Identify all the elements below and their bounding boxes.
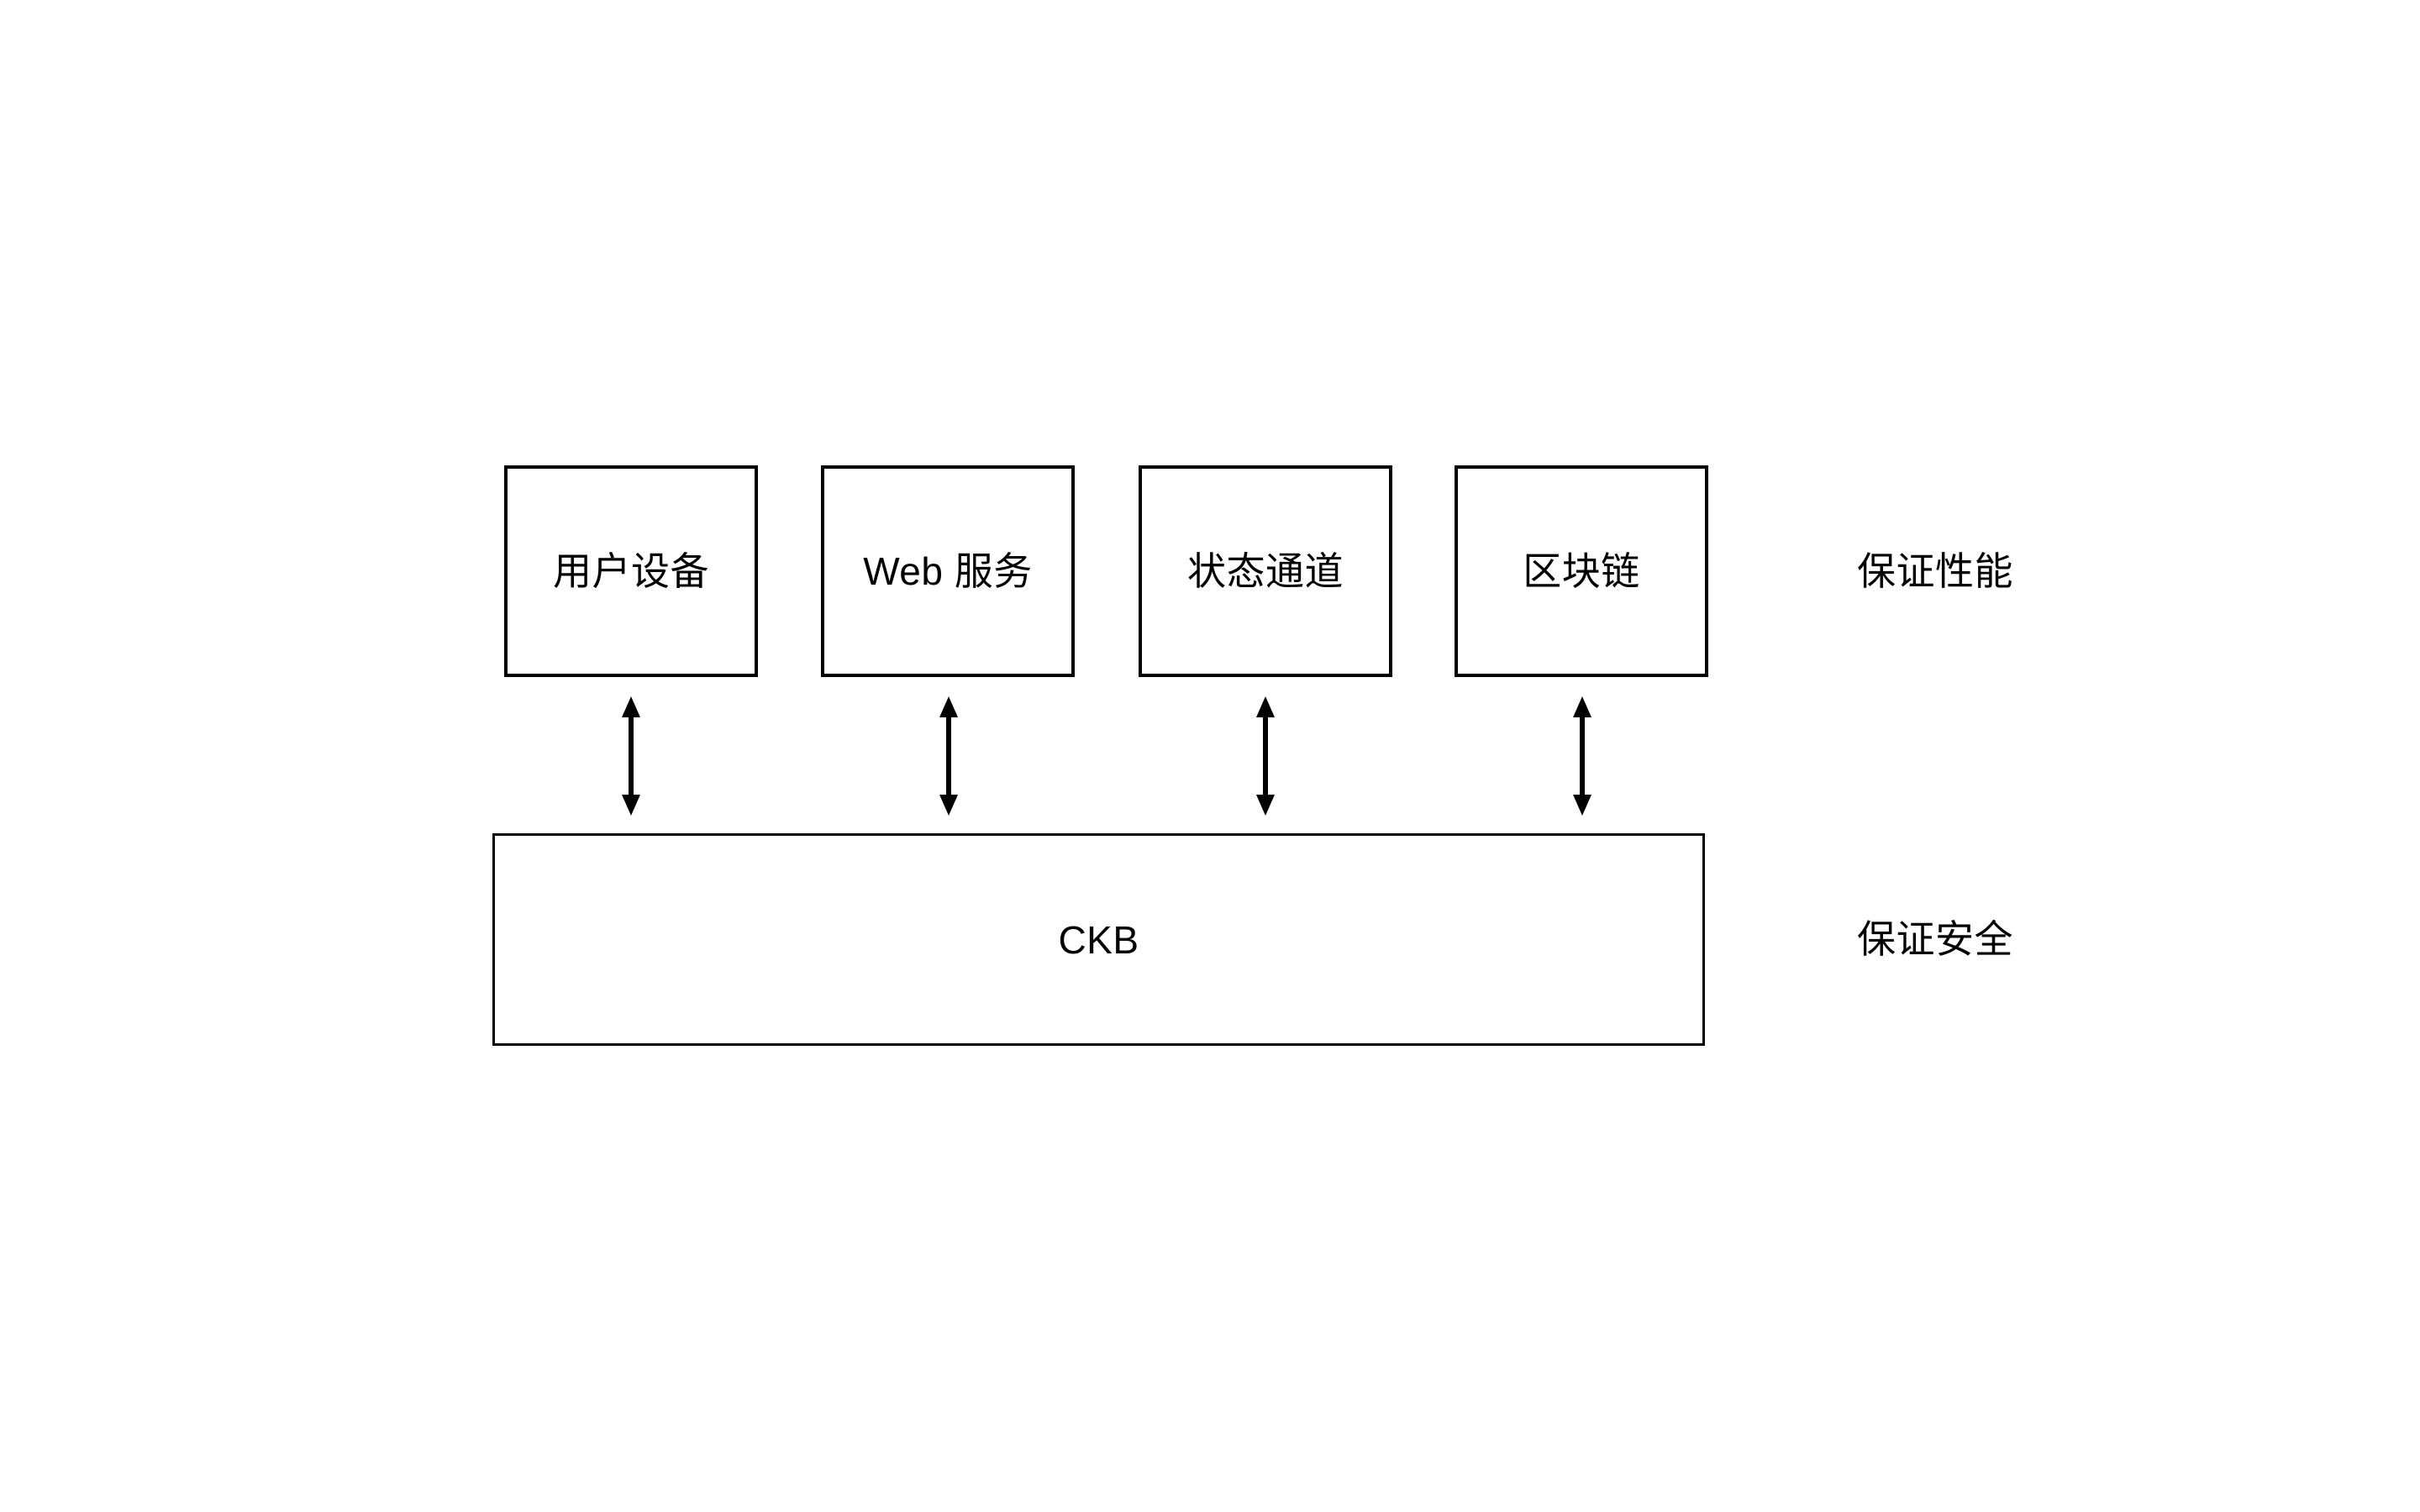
node-ckb-label: CKB (1058, 917, 1139, 962)
double-arrow-icon (939, 696, 958, 816)
annotation-security: 保证安全 (1857, 917, 2013, 961)
node-web-service-label: Web 服务 (863, 549, 1033, 593)
connector-state-channel (1249, 696, 1282, 816)
node-user-device-label: 用户设备 (553, 549, 709, 593)
double-arrow-icon (1573, 696, 1591, 816)
double-arrow-icon (1256, 696, 1275, 816)
connector-blockchain (1565, 696, 1599, 816)
double-arrow-icon (622, 696, 640, 816)
node-user-device[interactable]: 用户设备 (504, 465, 758, 677)
node-state-channel[interactable]: 状态通道 (1139, 465, 1392, 677)
node-ckb[interactable]: CKB (492, 833, 1705, 1046)
connector-web-service (932, 696, 965, 816)
node-web-service[interactable]: Web 服务 (821, 465, 1075, 677)
node-state-channel-label: 状态通道 (1187, 549, 1344, 593)
annotation-performance: 保证性能 (1857, 549, 2013, 593)
node-blockchain-label: 区块链 (1523, 549, 1640, 593)
connector-user-device (614, 696, 648, 816)
node-blockchain[interactable]: 区块链 (1455, 465, 1708, 677)
